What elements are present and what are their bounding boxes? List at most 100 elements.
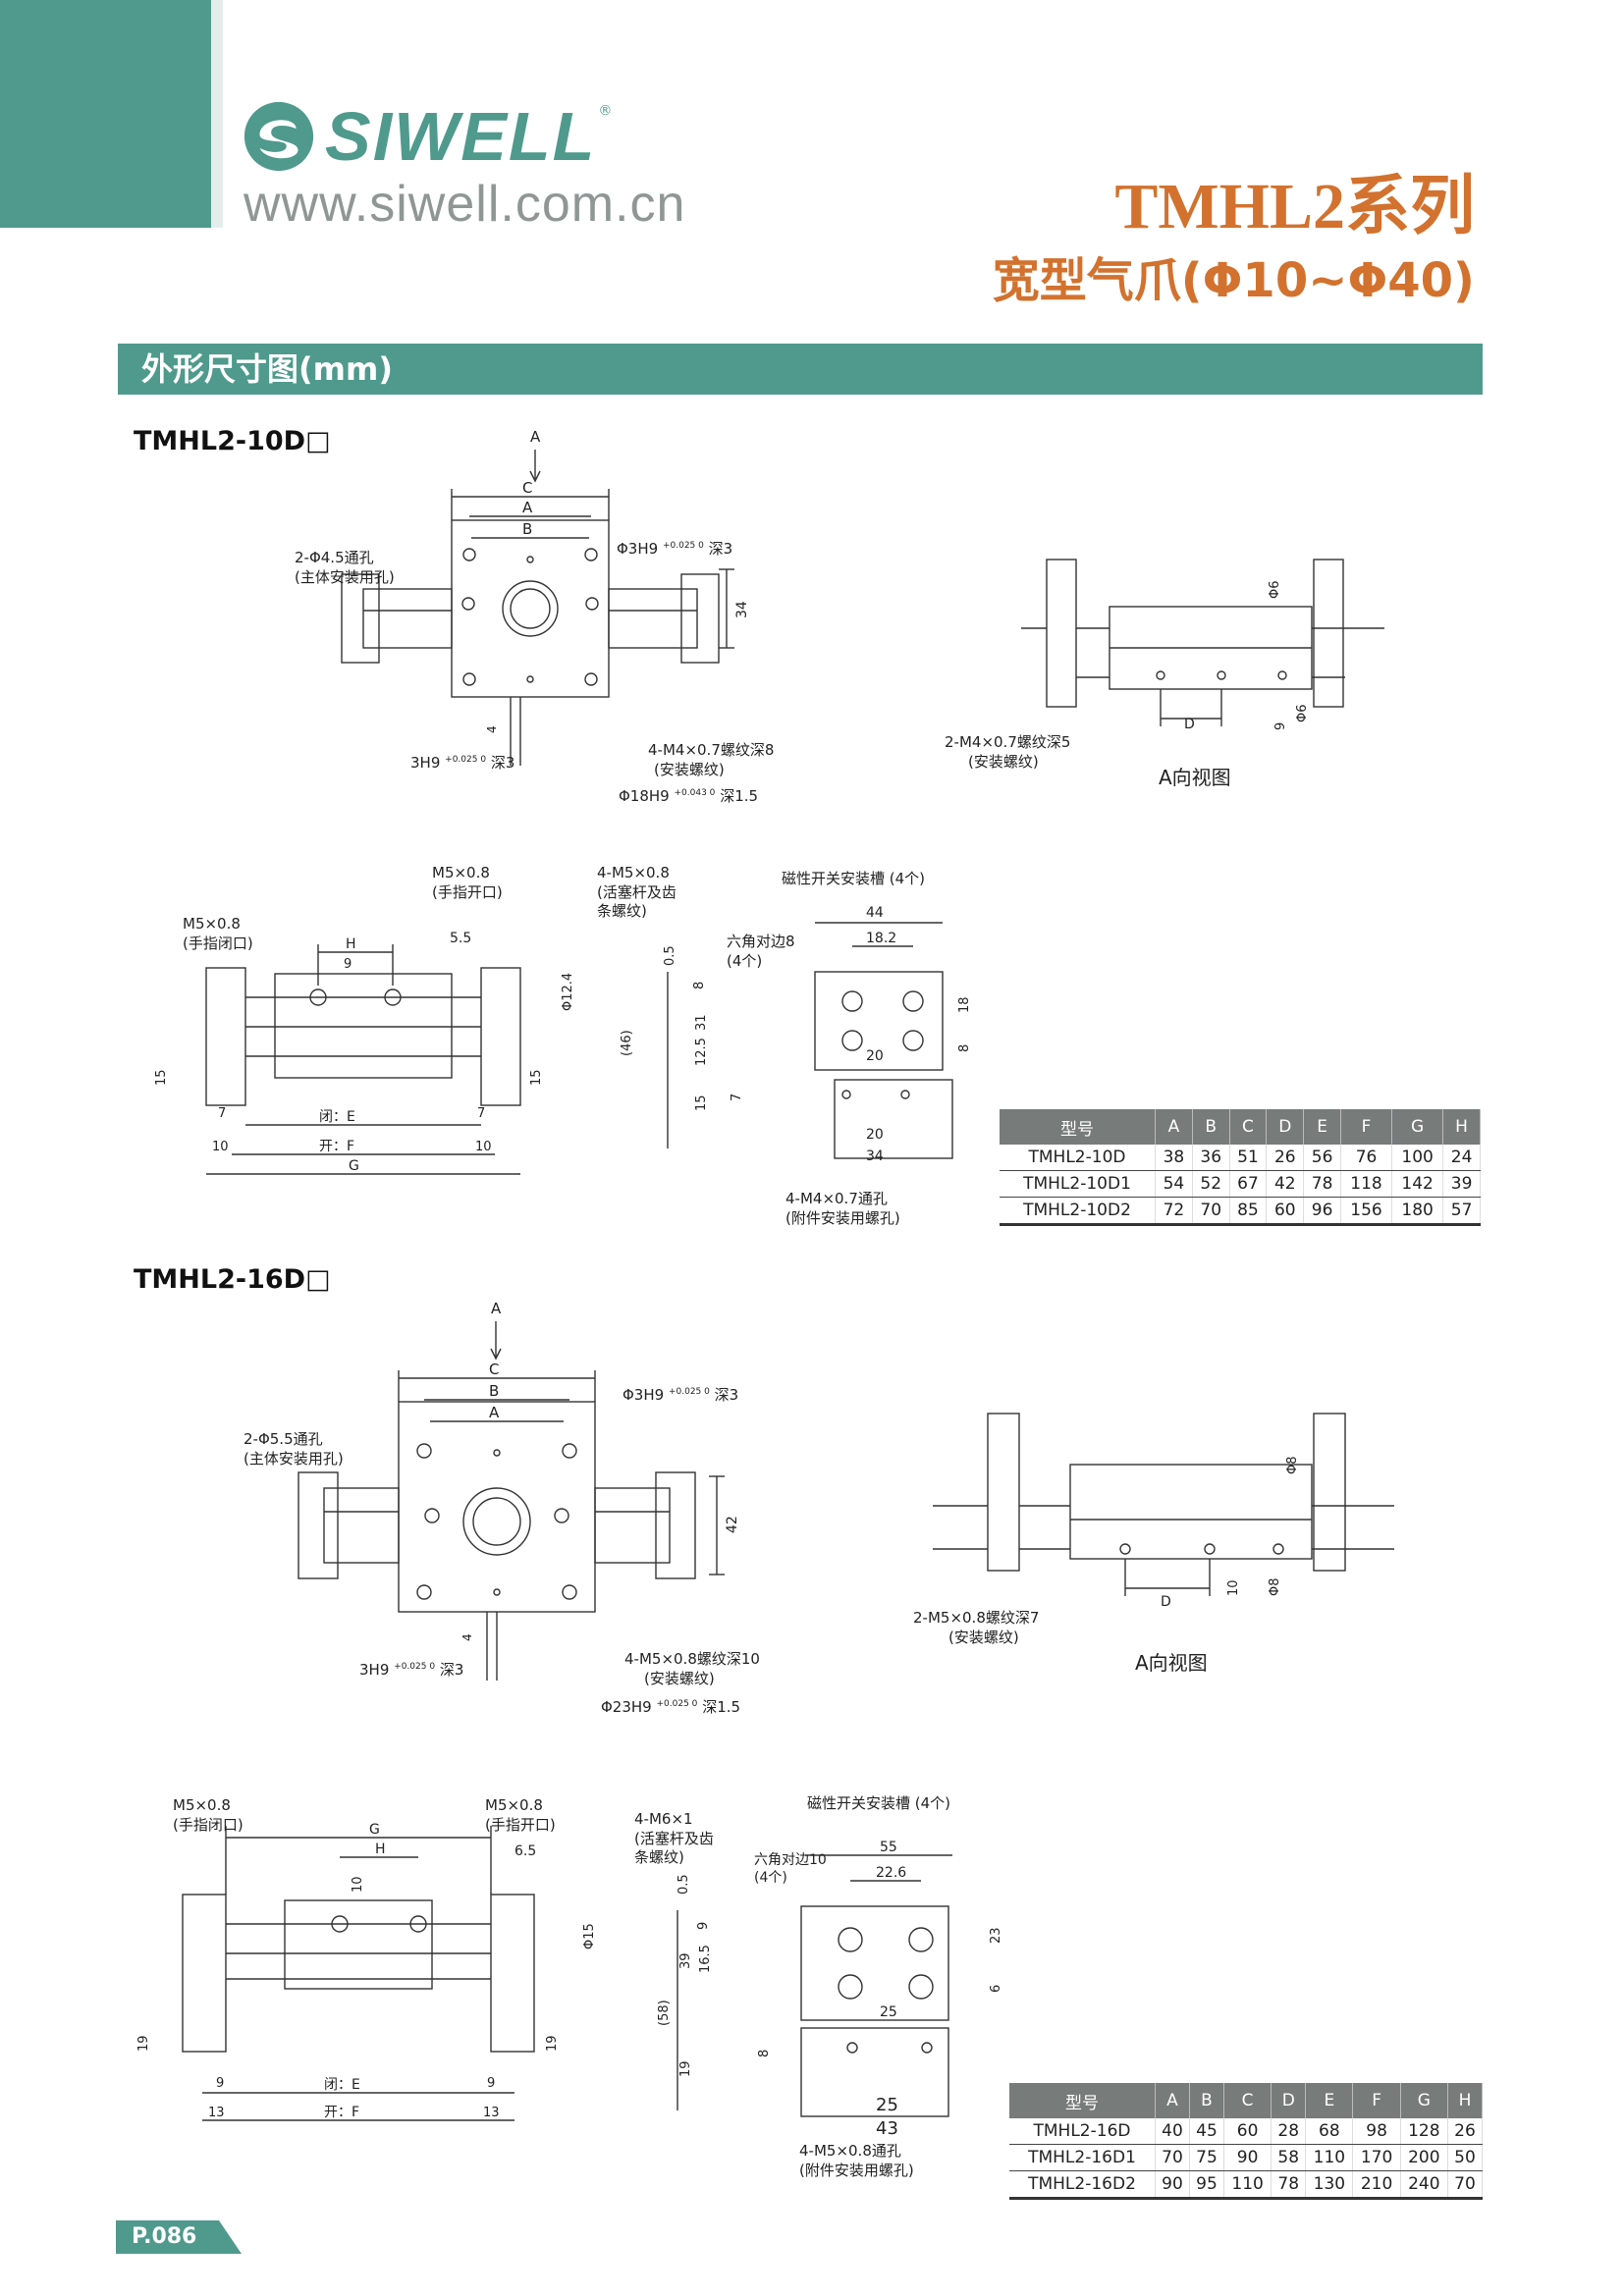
front-dim-13-left: 13	[208, 2106, 225, 2120]
front-view-drawing: H 9 5.5 Φ12.4 闭：E 开：F G 7 7 10 10 15 15	[154, 931, 575, 1175]
annot-thread: 4-M5×0.8螺纹深10 (安装螺纹)	[624, 1649, 760, 1689]
table-cell: TMHL2-10D2	[1000, 1197, 1156, 1226]
piston-label: 4-M5×0.8	[597, 864, 670, 881]
top-view-drawing: A C B A 42 4	[298, 1300, 740, 1681]
table-row: TMHL2-10D2 72 70 85 60 96 156 180 57	[1000, 1197, 1481, 1226]
bottom-dim-55: 55	[880, 1840, 897, 1855]
table-header: E	[1305, 2083, 1354, 2118]
annot-mount-hole: 2-Φ4.5通孔 (主体安装用孔)	[295, 548, 395, 588]
page-number: P.086	[132, 2224, 197, 2249]
dim-height: 42	[725, 1516, 740, 1533]
table-cell: 90	[1155, 2170, 1190, 2200]
pin-bottom-depth: 深3	[439, 1661, 464, 1679]
series-title: TMHL2系列	[1114, 171, 1475, 242]
table-cell: 39	[1442, 1170, 1481, 1198]
side-view-drawing: D 10 Φ8 Φ8	[933, 1413, 1394, 1610]
bottom-dim-0-5: 0.5	[663, 945, 677, 966]
annot-pin-bottom: 3H9 +0.025 0 深3	[359, 1659, 463, 1680]
pin-bottom-label: 3H9	[359, 1661, 390, 1679]
annot-bore: Φ18H9 +0.043 0 深1.5	[619, 785, 758, 806]
front-dim-open-F: 开：F	[324, 2105, 359, 2120]
slot-label: 磁性开关安装槽 (4个)	[807, 1794, 951, 1812]
bore-label: Φ23H9	[601, 1698, 652, 1716]
front-phi: Φ12.4	[561, 973, 575, 1011]
table-cell: 45	[1189, 2118, 1224, 2145]
side-phi-top: Φ8	[1285, 1456, 1300, 1474]
table-cell: 78	[1303, 1170, 1341, 1198]
bottom-dim-12-5: 12.5	[694, 1038, 709, 1066]
piston-note-2: 条螺纹)	[634, 1848, 684, 1866]
table-cell: 130	[1305, 2170, 1354, 2200]
pin-top-depth: 深3	[714, 1386, 739, 1404]
piston-note-1: (活塞杆及齿	[634, 1829, 714, 1847]
front-dim-open-F: 开：F	[319, 1139, 354, 1154]
table-header: D	[1271, 2083, 1307, 2118]
table-cell: 67	[1229, 1170, 1268, 1198]
table-cell: TMHL2-16D1	[1009, 2144, 1156, 2171]
pin-top-tolerance: +0.025 0	[668, 1387, 710, 1397]
table-row: TMHL2-16D 40 45 60 28 68 98 128 26	[1009, 2118, 1484, 2145]
table-header: B	[1192, 1109, 1230, 1145]
annot-thread: 4-M4×0.7螺纹深8 (安装螺纹)	[648, 740, 774, 780]
table-cell: 42	[1266, 1170, 1305, 1198]
side-view-label: A向视图	[1159, 766, 1231, 789]
open-port-note: (手指开口)	[432, 882, 503, 901]
mount-hole-label: 2-Φ4.5通孔	[295, 549, 374, 566]
front-dim-13-right: 13	[483, 2106, 500, 2120]
mount-hole-note: (主体安装用孔)	[295, 568, 395, 587]
brand-name: SIWELL	[325, 98, 597, 175]
table-cell: 40	[1155, 2118, 1190, 2145]
piston-note-1: (活塞杆及齿	[597, 882, 677, 901]
dim-C: C	[522, 479, 532, 497]
bottom-dim-6: 6	[989, 1985, 1003, 1993]
front-dim-19-left: 19	[136, 2035, 151, 2052]
annot-close-port: M5×0.8 (手指闭口)	[183, 915, 253, 953]
open-port-label: M5×0.8	[485, 1796, 543, 1814]
front-dim-10-left: 10	[212, 1140, 229, 1154]
table-cell: 56	[1303, 1145, 1341, 1171]
table-cell: TMHL2-16D2	[1009, 2170, 1156, 2200]
table-header-row: 型号 A B C D E F G H	[1009, 2083, 1484, 2118]
front-dim-close-E: 闭：E	[319, 1109, 355, 1125]
table-cell: 36	[1192, 1145, 1230, 1171]
dim-A: A	[522, 499, 533, 516]
table-cell: 24	[1442, 1145, 1481, 1171]
hex-label: 六角对边10	[754, 1852, 827, 1868]
table-header: H	[1442, 1109, 1481, 1145]
view-arrow-label: A	[491, 1300, 502, 1317]
bottom-dim-23: 23	[989, 1927, 1003, 1944]
pin-bottom-label: 3H9	[410, 754, 441, 772]
front-dim-6-5: 6.5	[514, 1843, 536, 1859]
bore-depth: 深1.5	[720, 787, 759, 805]
bottom-view-drawing: 55 22.6 25 25 43 (58) 0.5 9 39 16.5 19 8…	[657, 1840, 1003, 2139]
table-header: G	[1391, 1109, 1444, 1145]
side-phi-bottom: Φ6	[1295, 704, 1310, 722]
mount-hole-label: 2-Φ5.5通孔	[244, 1430, 323, 1448]
close-port-note: (手指闭口)	[173, 1815, 244, 1834]
front-dim-H: H	[375, 1842, 386, 1857]
table-header: 型号	[1009, 2083, 1156, 2118]
table-header: D	[1266, 1109, 1305, 1145]
bottom-dim-0-5: 0.5	[677, 1874, 691, 1895]
side-dim-D: D	[1184, 717, 1195, 732]
annot-hex: 六角对边8 (4个)	[727, 933, 795, 971]
front-dim-9-left: 9	[216, 2076, 224, 2091]
close-port-label: M5×0.8	[173, 1796, 231, 1814]
table-cell: 28	[1271, 2118, 1307, 2145]
bore-label: Φ18H9	[619, 787, 670, 805]
bottom-dim-22-6: 22.6	[876, 1865, 906, 1881]
front-dim-9: 9	[344, 957, 352, 972]
hex-label: 六角对边8	[727, 933, 795, 950]
table-cell: TMHL2-10D1	[1000, 1170, 1156, 1198]
dim-A: A	[489, 1404, 500, 1421]
website-url: www.siwell.com.cn	[244, 176, 686, 233]
table-cell: 38	[1155, 1145, 1193, 1171]
annot-attachment: 4-M4×0.7通孔 (附件安装用螺孔)	[785, 1190, 900, 1228]
table-row: TMHL2-16D2 90 95 110 78 130 210 240 70	[1009, 2170, 1484, 2200]
annot-piston: 4-M5×0.8 (活塞杆及齿 条螺纹)	[597, 864, 677, 922]
table-cell: 76	[1340, 1145, 1393, 1171]
table-cell: 75	[1189, 2144, 1224, 2171]
table-cell: 72	[1155, 1197, 1193, 1226]
table-cell: 96	[1303, 1197, 1341, 1226]
table-header: A	[1155, 2083, 1190, 2118]
